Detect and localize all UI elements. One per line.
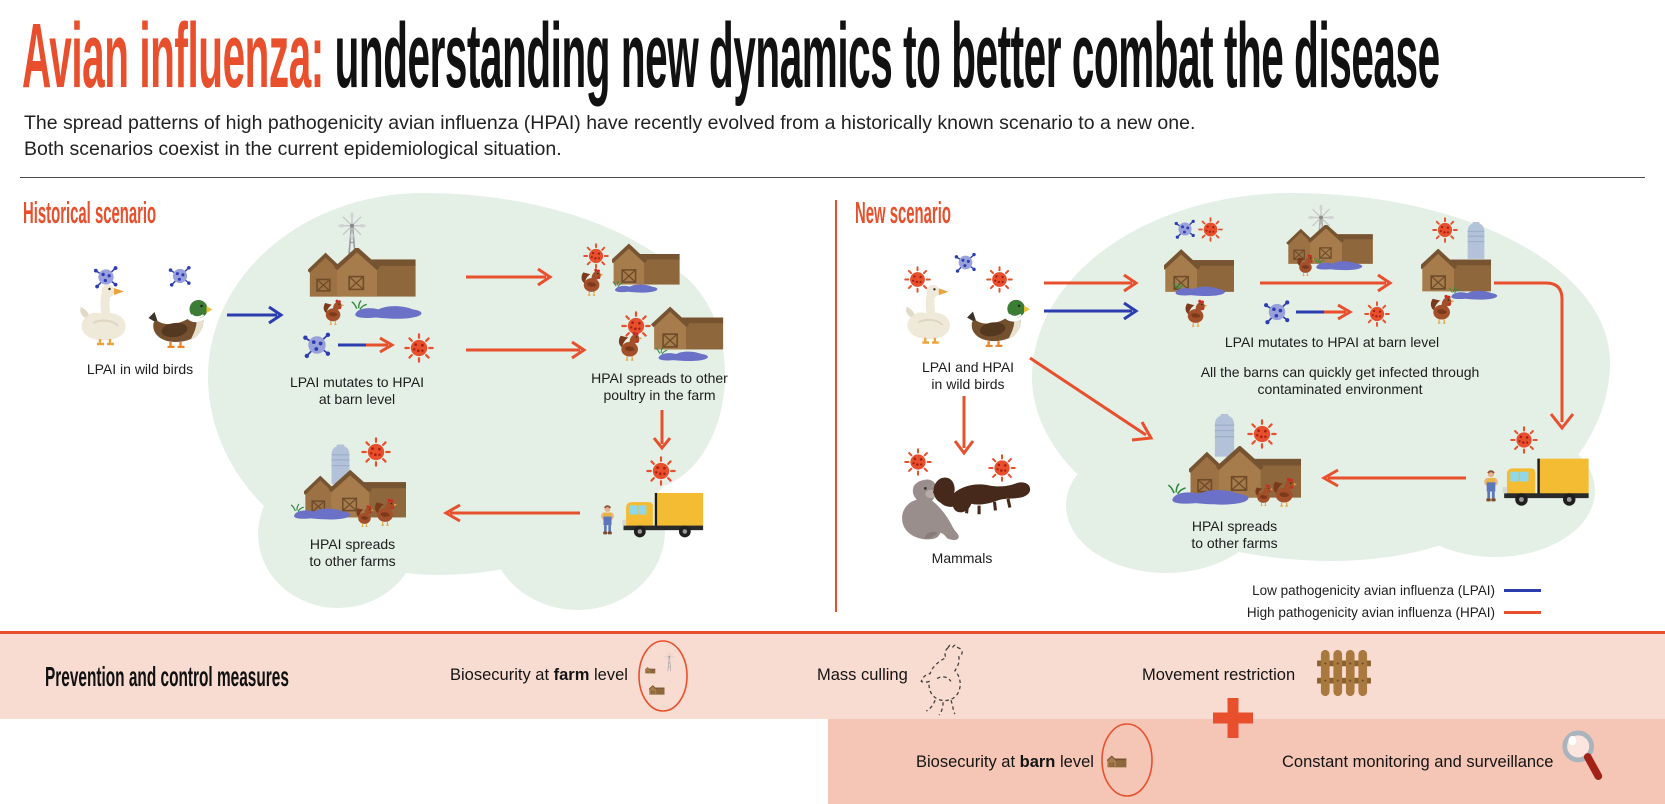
pond-icon [1313, 257, 1365, 271]
hpai-virus-icon [361, 437, 391, 467]
new-scenario-title: New scenario [855, 195, 951, 230]
barn-icon [308, 248, 416, 298]
magnifier-icon [1558, 728, 1606, 784]
hpai-virus-icon [904, 448, 932, 476]
arrow-hpai-down-icon [953, 396, 975, 456]
chicken-icon [579, 267, 603, 297]
title-rest: understanding new dynamics to better com… [323, 5, 1440, 107]
label-hpai-spreads-farms-new: HPAI spreads to other farms [1191, 518, 1278, 552]
hpai-virus-icon [1432, 217, 1458, 243]
arrow-lpai-right-icon [1044, 301, 1139, 321]
hpai-virus-icon [404, 333, 434, 363]
arrow-hpai-down-icon [652, 410, 672, 451]
chicken-icon [1270, 476, 1297, 508]
historical-scenario-title: Historical scenario [23, 195, 157, 230]
label-biosecurity-barn: Biosecurity at barn level [916, 753, 1094, 772]
label-mammals: Mammals [931, 550, 993, 566]
prevention-band-secondary [828, 719, 1665, 804]
barn-icon [651, 306, 725, 352]
label-hpai-spreads-poultry: HPAI spreads to other poultry in the far… [591, 370, 728, 404]
biosecurity-farm-post: level [589, 666, 628, 684]
mass-culling-icon [916, 641, 974, 718]
title-accent: Avian influenza: [22, 5, 324, 107]
header-divider-rule [20, 177, 1645, 178]
lpai-virus-icon [301, 329, 333, 361]
label-lpai-hpai-wild-birds: LPAI and HPAI in wild birds [921, 359, 1015, 393]
label-hpai-spreads-farms: HPAI spreads to other farms [309, 536, 396, 570]
arrow-mutation-icon [1296, 303, 1353, 321]
subtitle-line2: Both scenarios coexist in the current ep… [24, 138, 562, 160]
pond-icon [612, 280, 660, 294]
truck-icon [618, 491, 706, 538]
mink-icon [930, 470, 1032, 522]
arrow-lpai-right-icon [227, 305, 284, 325]
movement-restriction-fence-icon [1316, 648, 1372, 698]
biosecurity-barn-icon [1101, 723, 1153, 797]
label-movement-restriction: Movement restriction [1142, 666, 1296, 684]
chicken-icon [321, 298, 344, 326]
biosecurity-barn-bold: barn [1019, 753, 1056, 771]
plus-icon [1213, 698, 1253, 738]
hpai-virus-icon [1364, 301, 1390, 327]
legend-hpai-label: High pathogenicity avian influenza (HPAI… [1246, 605, 1495, 620]
arrow-hpai-curved-icon [1494, 281, 1575, 431]
arrow-hpai-right-icon [466, 267, 553, 287]
mallard-duck-icon [965, 292, 1030, 347]
arrow-hpai-left-icon [442, 503, 580, 523]
arrow-hpai-right-icon [1044, 273, 1139, 293]
farmer-icon [600, 501, 615, 539]
hpai-virus-icon [986, 266, 1013, 293]
goose-icon [901, 280, 963, 347]
hpai-virus-icon [583, 243, 609, 269]
arrow-mutation-icon [338, 336, 395, 354]
legend-lpai-line-icon [1504, 589, 1541, 592]
label-biosecurity-farm: Biosecurity at farm level [450, 666, 628, 685]
lpai-virus-icon [953, 250, 978, 275]
lpai-virus-icon [1173, 217, 1197, 241]
label-barns-infected: All the barns can quickly get infected t… [1200, 364, 1480, 398]
legend-hpai-line-icon [1504, 611, 1541, 614]
prevention-band [0, 631, 1665, 719]
mallard-duck-icon [146, 292, 213, 348]
prevention-title: Prevention and control measures [45, 661, 289, 692]
goose-icon [75, 281, 139, 347]
biosecurity-farm-icon [638, 640, 688, 712]
pond-icon [1172, 282, 1228, 297]
chicken-icon [354, 504, 374, 528]
arrow-hpai-right-icon [466, 340, 587, 360]
label-lpai-mutates-new: LPAI mutates to HPAI at barn level [1224, 334, 1440, 350]
hpai-virus-icon [1198, 217, 1223, 242]
label-monitoring: Constant monitoring and surveillance [1282, 753, 1554, 771]
hpai-virus-icon [1247, 419, 1277, 449]
historical-blob-bulge [560, 260, 725, 490]
arrow-hpai-right-icon [1260, 273, 1393, 293]
lpai-virus-icon [1262, 297, 1292, 327]
hpai-virus-icon [646, 456, 676, 486]
chicken-icon [372, 497, 397, 527]
subtitle: The spread patterns of high pathogenicit… [24, 110, 1195, 162]
pond-icon [290, 503, 354, 521]
label-lpai-mutates: LPAI mutates to HPAI at barn level [289, 374, 425, 408]
chicken-icon [616, 330, 642, 362]
farmer-icon [1483, 464, 1499, 508]
lpai-virus-icon [167, 263, 193, 289]
arrow-hpai-diagonal-icon [1029, 356, 1154, 442]
pond-icon [655, 347, 711, 362]
biosecurity-farm-bold: farm [553, 666, 590, 684]
chicken-icon [1183, 298, 1207, 328]
arrow-hpai-left-icon [1320, 468, 1466, 488]
truck-icon [1500, 453, 1590, 510]
biosecurity-barn-pre: Biosecurity at [916, 753, 1020, 771]
label-mass-culling: Mass culling [817, 666, 908, 684]
subtitle-line1: The spread patterns of high pathogenicit… [24, 112, 1196, 134]
biosecurity-barn-post: level [1055, 753, 1094, 771]
hpai-virus-icon [1510, 426, 1538, 454]
pond-icon [1165, 483, 1255, 506]
page-title: Avian influenza: understanding new dynam… [22, 8, 1665, 104]
biosecurity-farm-pre: Biosecurity at [450, 666, 554, 684]
pond-icon [350, 300, 426, 320]
label-lpai-wild-birds: LPAI in wild birds [86, 361, 194, 377]
scenario-divider-line [835, 200, 837, 612]
legend-lpai-label: Low pathogenicity avian influenza (LPAI) [1252, 583, 1495, 598]
